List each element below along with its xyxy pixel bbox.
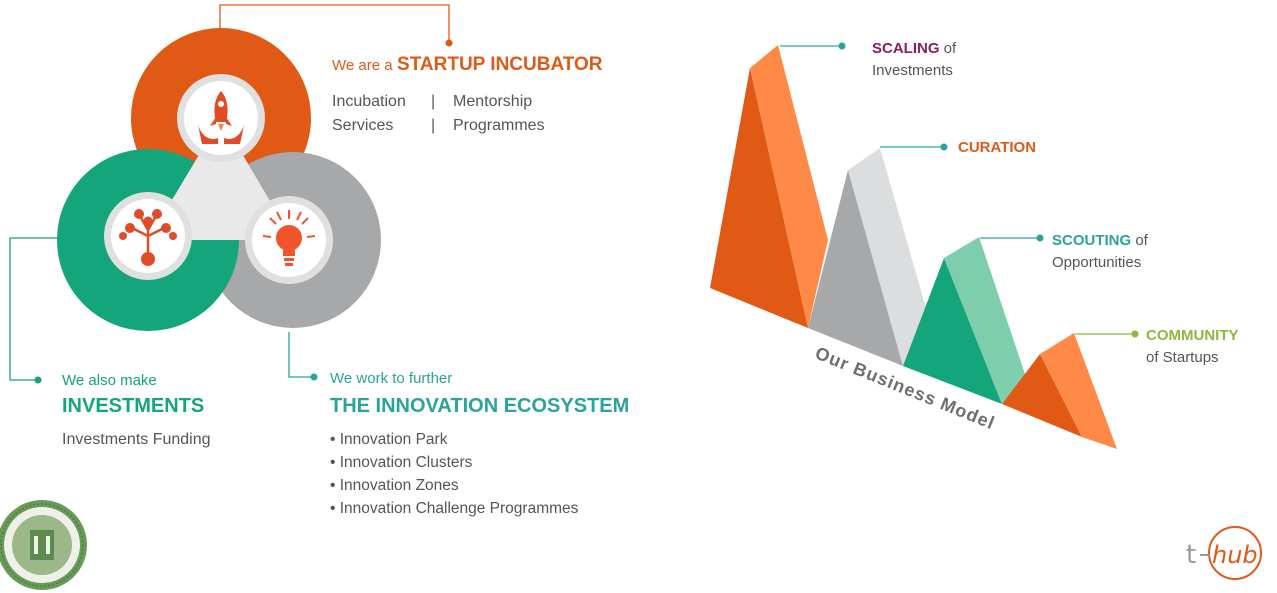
svg-text:t: t: [1186, 540, 1196, 570]
peak-curation-left: [808, 170, 903, 366]
rocket-hands-icon: [177, 74, 265, 162]
incubator-item-2-line1: Mentorship: [453, 93, 533, 110]
lightbulb-icon: [245, 196, 333, 284]
incubator-item-2-line2: Programmes: [453, 117, 545, 134]
peak-scouting-right: [944, 237, 1028, 404]
scouting-connector-dot: [1036, 234, 1044, 242]
ecosystem-connector: [288, 332, 314, 378]
peak-scaling-right: [750, 45, 828, 328]
incubator-separator-1: |: [431, 93, 436, 110]
peak-scouting-left: [903, 258, 1002, 404]
scouting-key: SCOUTING: [1052, 232, 1132, 249]
community-key: COMMUNITY: [1146, 327, 1239, 344]
ecosystem-title: THE INNOVATION ECOSYSTEM: [330, 395, 630, 417]
incubator-item-2: Mentorship Programmes: [453, 90, 545, 138]
ecosystem-item: Innovation Park: [330, 428, 578, 451]
peak-curation-right: [848, 148, 928, 366]
incubator-title: STARTUP INCUBATOR: [397, 54, 603, 75]
ecosystem-list: Innovation Park Innovation Clusters Inno…: [330, 428, 579, 520]
svg-text:hub: hub: [1212, 541, 1258, 569]
center-triangle: [148, 118, 293, 240]
investments-lead: We also make: [62, 372, 157, 389]
peak-scaling-left: [710, 68, 808, 328]
curation-connector-dot: [940, 143, 948, 151]
community-line2: of Startups: [1146, 349, 1219, 366]
incubator-connector-dot: [445, 39, 453, 47]
community-connector-dot: [1131, 330, 1139, 338]
incubator-item-1-line1: Incubation: [332, 93, 406, 110]
incubator-item-1-line2: Services: [332, 117, 394, 134]
incubator-heading: We are a STARTUP INCUBATOR: [332, 54, 603, 76]
scaling-rest: of: [939, 40, 957, 57]
peak-community-right: [1040, 333, 1117, 449]
incubator-separator: | |: [431, 90, 435, 138]
government-seal-logo: [0, 500, 87, 590]
ecosystem-item: Innovation Zones: [330, 474, 578, 497]
scaling-line2: Investments: [872, 62, 953, 79]
incubator-diagram: [9, 4, 453, 384]
community-label: COMMUNITY of Startups: [1146, 325, 1239, 369]
incubator-separator-2: |: [431, 117, 436, 134]
investments-title: INVESTMENTS: [62, 395, 205, 417]
ecosystem-item: Innovation Challenge Programmes: [330, 497, 579, 520]
t-hub-logo: t hub: [1186, 526, 1262, 580]
investments-connector-dot: [34, 376, 42, 384]
scaling-key: SCALING: [872, 40, 940, 57]
scaling-connector-dot: [838, 42, 846, 50]
investments-connector: [9, 237, 58, 381]
curation-label: CURATION: [958, 139, 1037, 156]
investments-sub: Investments Funding: [62, 431, 211, 448]
scaling-label: SCALING of Investments: [872, 38, 956, 82]
scouting-label: SCOUTING of Opportunities: [1052, 230, 1148, 274]
ecosystem-connector-dot: [310, 373, 318, 381]
scouting-line2: Opportunities: [1052, 254, 1142, 271]
peak-community-left: [1002, 354, 1082, 437]
incubator-lead: We are a: [332, 57, 393, 74]
incubator-item-1: Incubation Services: [332, 90, 437, 138]
ecosystem-lead: We work to further: [330, 370, 453, 387]
scouting-rest: of: [1131, 232, 1148, 249]
money-tree-icon: [104, 192, 192, 280]
ecosystem-item: Innovation Clusters: [330, 451, 578, 474]
